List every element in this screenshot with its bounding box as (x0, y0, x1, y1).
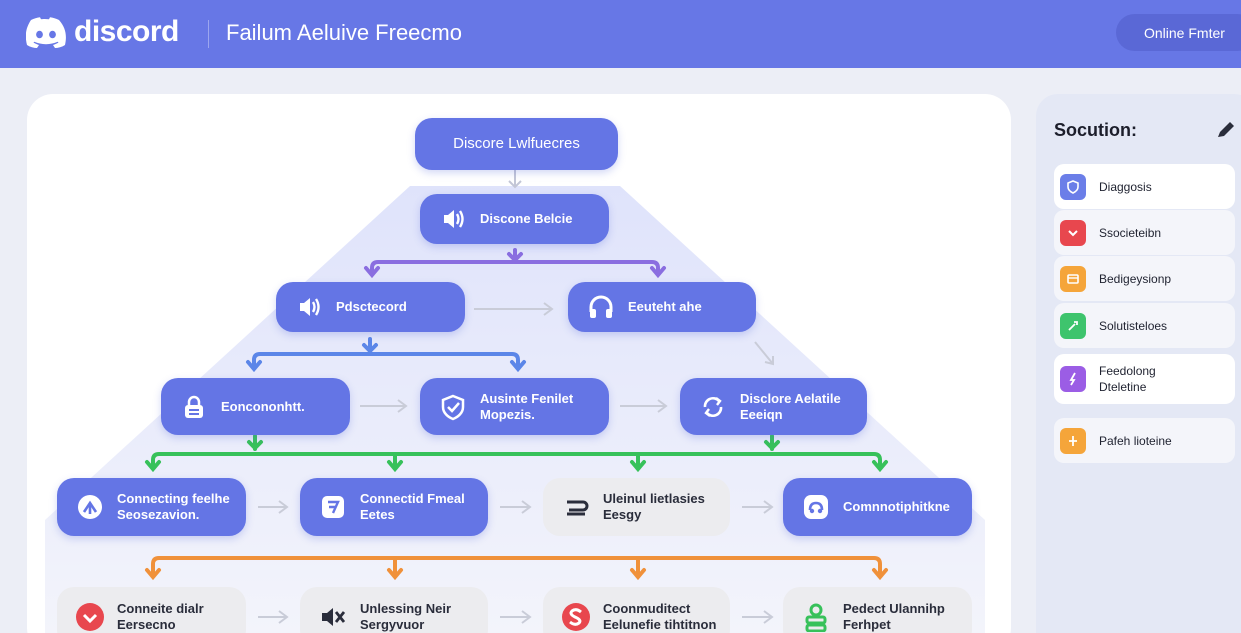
flow-node-line2: Eesgy (603, 507, 642, 522)
sidebar-item-label: Feedolong (1099, 364, 1156, 378)
flow-node-line1: Uleinul lietlasies (603, 491, 705, 506)
flow-node-l5-3[interactable]: Coonmuditect Eelunefie tihtitnon (543, 587, 730, 633)
flow-node-line2: Mopezis. (480, 406, 535, 422)
check-circle-icon (73, 600, 107, 633)
sidebar-item-label: Ssocieteibn (1099, 225, 1162, 240)
flow-node-line2: Eetes (360, 507, 395, 522)
brand-name: discord (74, 15, 179, 48)
gray-arrows (258, 302, 774, 624)
flow-node-l3-2[interactable]: Ausinte Fenilet Mopezis. (420, 378, 609, 435)
flow-node-line2: Eersecno (117, 617, 176, 632)
sidebar-item-label: Bedigeysionp (1099, 271, 1172, 286)
discord-logo-icon (26, 17, 66, 48)
tools-icon (73, 490, 107, 524)
flow-node-line1: Connectid Fmeal (360, 491, 465, 506)
bolt-icon (1060, 427, 1086, 454)
sidebar-item-label: Pafeh lioteine (1099, 433, 1172, 448)
flow-node-l2-2[interactable]: Eeuteht ahe (568, 282, 756, 332)
flow-node-line1: Ausinte Fenilet (480, 390, 574, 406)
flow-node-line1: Eoncononhtt. (221, 398, 305, 414)
flow-node-l4-1[interactable]: Connecting feelhe Seosezavion. (57, 478, 246, 536)
sidebar-item-label: Diaggosis (1099, 179, 1152, 194)
speaker-icon (292, 290, 326, 324)
flow-node-label: Eeuteht ahe (628, 299, 702, 314)
purple-connector (364, 248, 666, 279)
flow-node-label: Pdsctecord (336, 299, 407, 314)
sidebar-item-societeibn[interactable]: Ssocieteibn (1054, 210, 1235, 255)
server-green-icon (799, 600, 833, 633)
controller-icon (799, 490, 833, 524)
sync-icon (696, 390, 730, 424)
flow-node-label: Discone Belcie (480, 211, 573, 226)
page-title: Failum Aeluive Freecmo (226, 20, 462, 45)
speaker-icon (436, 202, 470, 236)
window-icon (1060, 265, 1086, 292)
flow-node-l5-4[interactable]: Pedect Ulannihp Ferhpet (783, 587, 972, 633)
wrench-icon (1060, 312, 1086, 339)
flow-node-line2: Ferhpet (843, 617, 891, 632)
sidebar-item-solutisteloes[interactable]: Solutisteloes (1054, 303, 1235, 348)
sidebar-item-feedolong[interactable]: Feedolong Dteletine (1054, 354, 1235, 404)
sidebar-item-bedigeysionp[interactable]: Bedigeysionp (1054, 256, 1235, 301)
flow-node-label: Discore Lwlfuecres (453, 135, 580, 152)
shield-icon (1060, 173, 1086, 200)
sidebar-item-pafeh[interactable]: Pafeh lioteine (1054, 418, 1235, 463)
flow-node-top[interactable]: Discore Lwlfuecres (415, 118, 618, 170)
online-filter-button[interactable]: Online Fmter (1116, 14, 1241, 51)
headphones-icon (584, 290, 618, 324)
flow-node-l5-1[interactable]: Conneite dialr Eersecno (57, 587, 246, 633)
sidebar-item-diagnosis[interactable]: Diaggosis (1054, 164, 1235, 209)
edit-icon[interactable] (1214, 120, 1236, 140)
sidebar-title: Socution: (1054, 120, 1137, 140)
shield-icon (436, 390, 470, 424)
flow-node-line1: Unlessing Neir (360, 601, 452, 616)
muted-speaker-icon (316, 600, 350, 633)
orange-connector (145, 556, 888, 581)
top-bar: discord Failum Aeluive Freecmo Online Fm… (0, 0, 1241, 68)
flow-node-line2: Seosezavion. (117, 507, 200, 522)
flow-node-line1: Conneite dialr (117, 601, 204, 616)
flow-node-l5-2[interactable]: Unlessing Neir Sergyvuor (300, 587, 488, 633)
flow-node-line1: Coonmuditect (603, 601, 691, 616)
sidebar-item-sublabel: Dteletine (1099, 380, 1147, 394)
flow-node-line2: Eeeiqn (740, 406, 783, 422)
flow-node-l4-3[interactable]: Uleinul lietlasies Eesgy (543, 478, 730, 536)
s-circle-icon (559, 600, 593, 633)
document-icon (316, 490, 350, 524)
flow-node-line1: Disclore Aelatile (740, 390, 841, 406)
flow-node-l1[interactable]: Discone Belcie (420, 194, 609, 244)
header-divider (208, 20, 209, 48)
flow-node-line1: Comnnotiphitkne (843, 499, 950, 514)
flow-node-line2: Eelunefie tihtitnon (603, 617, 717, 632)
green-connector (145, 434, 888, 473)
flow-node-line1: Connecting feelhe (117, 491, 230, 506)
lock-icon (177, 390, 211, 424)
top-arrow (508, 170, 522, 189)
flow-node-l3-1[interactable]: Eoncononhtt. (161, 378, 350, 435)
flow-node-l2-1[interactable]: Pdsctecord (276, 282, 465, 332)
server-icon (559, 490, 593, 524)
flow-node-l4-4[interactable]: Comnnotiphitkne (783, 478, 972, 536)
lightning-icon (1060, 366, 1086, 392)
blue-connector (246, 337, 526, 373)
flow-node-l4-2[interactable]: Connectid Fmeal Eetes (300, 478, 488, 536)
flow-node-l3-3[interactable]: Disclore Aelatile Eeeiqn (680, 378, 867, 435)
chevron-icon (1060, 219, 1086, 246)
discord-logo[interactable]: discord (26, 14, 179, 50)
flow-node-line2: Sergyvuor (360, 617, 425, 632)
sidebar-item-label: Solutisteloes (1099, 318, 1168, 333)
flow-node-line1: Pedect Ulannihp (843, 601, 945, 616)
